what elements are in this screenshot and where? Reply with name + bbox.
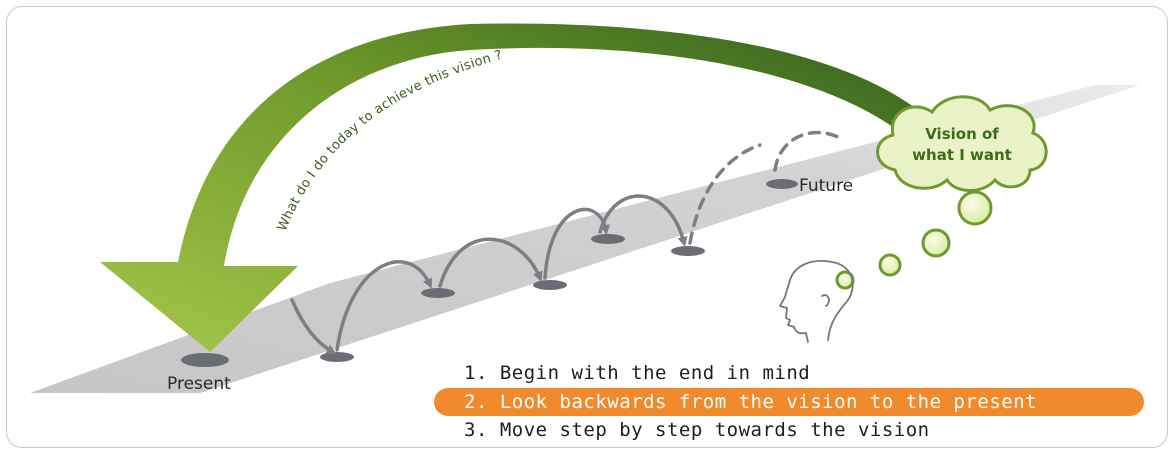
future-label: Future xyxy=(799,176,853,196)
cloud-line1: Vision of xyxy=(925,125,999,143)
pad-1 xyxy=(320,352,354,362)
step-2-highlighted: 2. Look backwards from the vision to the… xyxy=(434,388,1144,416)
head-icon xyxy=(779,260,854,343)
hop-7 xyxy=(773,130,842,172)
pad-3 xyxy=(533,280,567,290)
hop-4 xyxy=(543,207,610,280)
pad-2 xyxy=(421,288,455,298)
pad-5 xyxy=(671,246,705,256)
backcast-arrow xyxy=(100,23,930,352)
pad-present xyxy=(181,353,229,367)
timeline-road xyxy=(30,85,1140,393)
steps-list: 1. Begin with the end in mind 2. Look ba… xyxy=(434,360,1144,444)
bubble-4 xyxy=(957,190,993,226)
hop-5 xyxy=(598,194,688,247)
pad-future xyxy=(766,179,798,189)
hop-arrows xyxy=(290,130,842,354)
hop-6 xyxy=(688,143,762,245)
step-1: 1. Begin with the end in mind xyxy=(464,362,811,384)
thought-bubbles xyxy=(835,190,993,290)
step-pads xyxy=(181,179,798,367)
hop-2 xyxy=(335,260,433,352)
vision-cloud xyxy=(876,95,1048,192)
hop-1 xyxy=(290,298,337,354)
step-3: 3. Move step by step towards the vision xyxy=(464,419,930,441)
pad-4 xyxy=(591,234,625,244)
cloud-line2: what I want xyxy=(912,146,1012,164)
hop-3 xyxy=(438,237,543,288)
bubble-3 xyxy=(921,228,951,258)
bubble-2 xyxy=(878,253,902,277)
present-label: Present xyxy=(167,374,231,394)
